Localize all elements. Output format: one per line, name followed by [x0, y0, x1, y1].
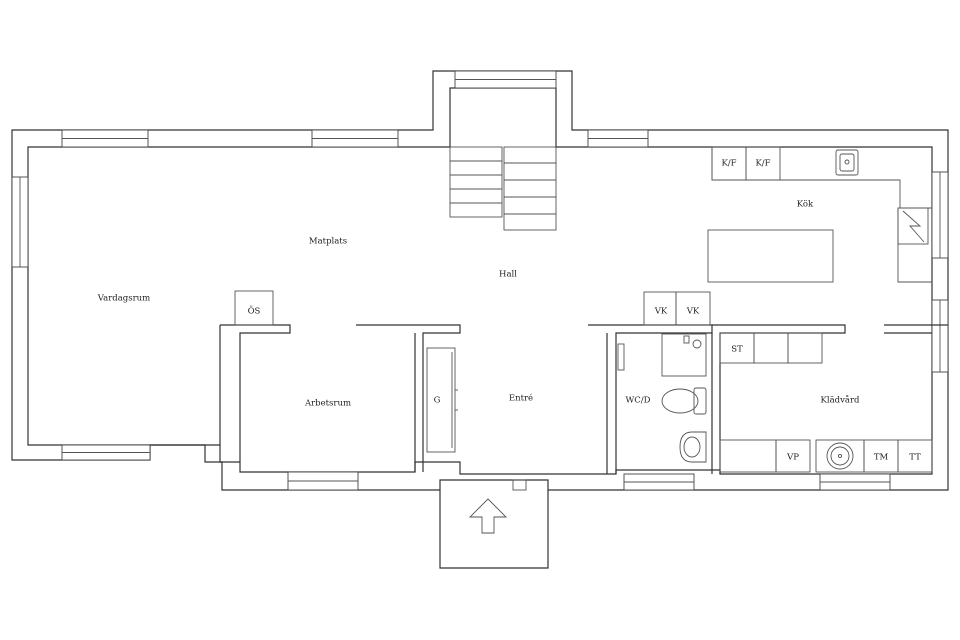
windows — [11, 70, 949, 491]
fixture-label-os: ÖS — [248, 305, 261, 317]
washbasin-icon — [679, 431, 707, 463]
fixture-label-g: G — [434, 396, 441, 406]
shower-icon — [661, 333, 707, 377]
chimney-icon — [897, 207, 929, 245]
fixture-label-kf1: K/F — [721, 159, 736, 169]
sink-icon — [835, 149, 859, 176]
laundry-sink-icon — [826, 442, 854, 470]
wardrobe-g — [426, 347, 458, 453]
fixture-label-vk1: VK — [654, 307, 668, 317]
room-label-vardagsrum: Vardagsrum — [97, 294, 150, 304]
laundry-cabinets — [719, 332, 933, 473]
arrow-up-icon — [468, 498, 508, 534]
room-label-kok: Kök — [797, 200, 814, 210]
fixture-label-vk2: VK — [686, 307, 700, 317]
doormat — [512, 479, 527, 491]
os-box — [234, 290, 274, 326]
fixture-label-tm: TM — [874, 453, 889, 463]
fixture-label-tt: TT — [909, 453, 921, 463]
toilet-icon — [661, 387, 707, 415]
room-label-hall: Hall — [499, 270, 517, 280]
staircase — [449, 146, 557, 231]
room-label-arbetsrum: Arbetsrum — [304, 399, 351, 409]
outer-walls — [11, 70, 949, 491]
towel-rail — [617, 343, 625, 371]
vk-cabinets — [643, 291, 711, 326]
fixture-label-kf2: K/F — [755, 159, 770, 169]
fixture-label-st: ST — [731, 345, 743, 355]
room-label-entre: Entré — [509, 393, 533, 404]
fixture-label-vp: VP — [786, 453, 799, 463]
room-label-kladvard: Klädvård — [821, 394, 861, 406]
entry-porch — [439, 490, 549, 569]
room-label-wcd: WC/D — [626, 396, 651, 406]
room-label-matplats: Matplats — [309, 237, 347, 247]
